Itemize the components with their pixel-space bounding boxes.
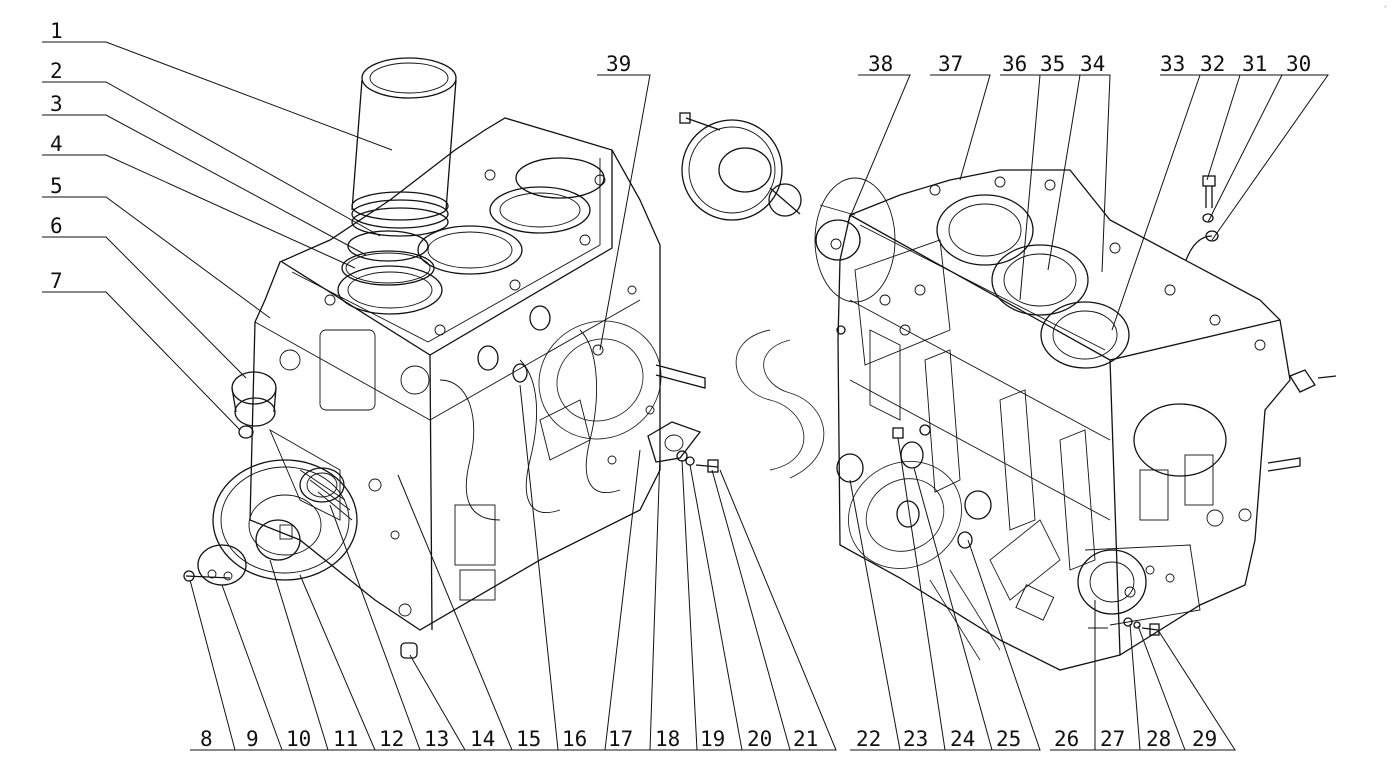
callout-23: 23 [903,727,928,751]
callout-25: 25 [996,727,1021,751]
callout-labels-bottom: 8 9 10 11 12 13 14 15 16 17 18 19 20 21 … [200,727,1217,751]
callout-9: 9 [246,727,259,751]
callout-32: 32 [1200,52,1225,76]
callout-22: 22 [856,727,881,751]
callout-8: 8 [200,727,213,751]
callout-30: 30 [1286,52,1311,76]
oil-jet-assembly [1185,175,1219,261]
callout-4: 4 [50,132,63,156]
callout-12: 12 [379,727,404,751]
callout-10: 10 [286,727,311,751]
callout-1: 1 [50,19,63,43]
callout-3: 3 [50,92,63,116]
callout-34: 34 [1080,52,1105,76]
gear-bush [299,467,345,503]
dowel-pin [400,642,418,659]
oil-pump-flange [1077,544,1201,636]
callout-15: 15 [516,727,541,751]
leader-lines [42,41,1329,751]
callout-18: 18 [655,727,680,751]
callout-33: 33 [1160,52,1185,76]
callout-26: 26 [1054,727,1079,751]
callout-11: 11 [333,727,358,751]
callout-28: 28 [1146,727,1171,751]
callout-35: 35 [1040,52,1065,76]
callout-24: 24 [950,727,975,751]
left-cylinder-block [249,117,706,631]
watermark [538,320,1061,661]
liner-o-rings [341,230,435,286]
callout-17: 17 [608,727,633,751]
callout-39: 39 [606,52,631,76]
camshaft-bush [231,371,277,427]
camshaft-gear [679,112,896,303]
callout-labels-top-right: 39 38 37 36 35 34 33 32 31 30 [606,52,1311,76]
corner-mark: ° [1384,5,1387,12]
callout-labels-top-left: 1 2 3 4 5 6 7 [50,19,63,293]
callout-36: 36 [1002,52,1027,76]
callout-19: 19 [700,727,725,751]
callout-20: 20 [747,727,772,751]
callout-6: 6 [50,214,63,238]
callout-38: 38 [868,52,893,76]
callout-31: 31 [1242,52,1267,76]
cover-gasket-assembly [647,421,719,473]
callout-29: 29 [1192,727,1217,751]
callout-5: 5 [50,174,63,198]
callout-16: 16 [562,727,587,751]
cylinder-liner [351,57,457,237]
callout-21: 21 [793,727,818,751]
callout-13: 13 [424,727,449,751]
callout-2: 2 [50,59,63,83]
callout-37: 37 [938,52,963,76]
callout-14: 14 [470,727,495,751]
callout-7: 7 [50,269,63,293]
callout-27: 27 [1100,727,1125,751]
plug-7 [238,425,254,439]
right-cylinder-block [836,169,1337,671]
